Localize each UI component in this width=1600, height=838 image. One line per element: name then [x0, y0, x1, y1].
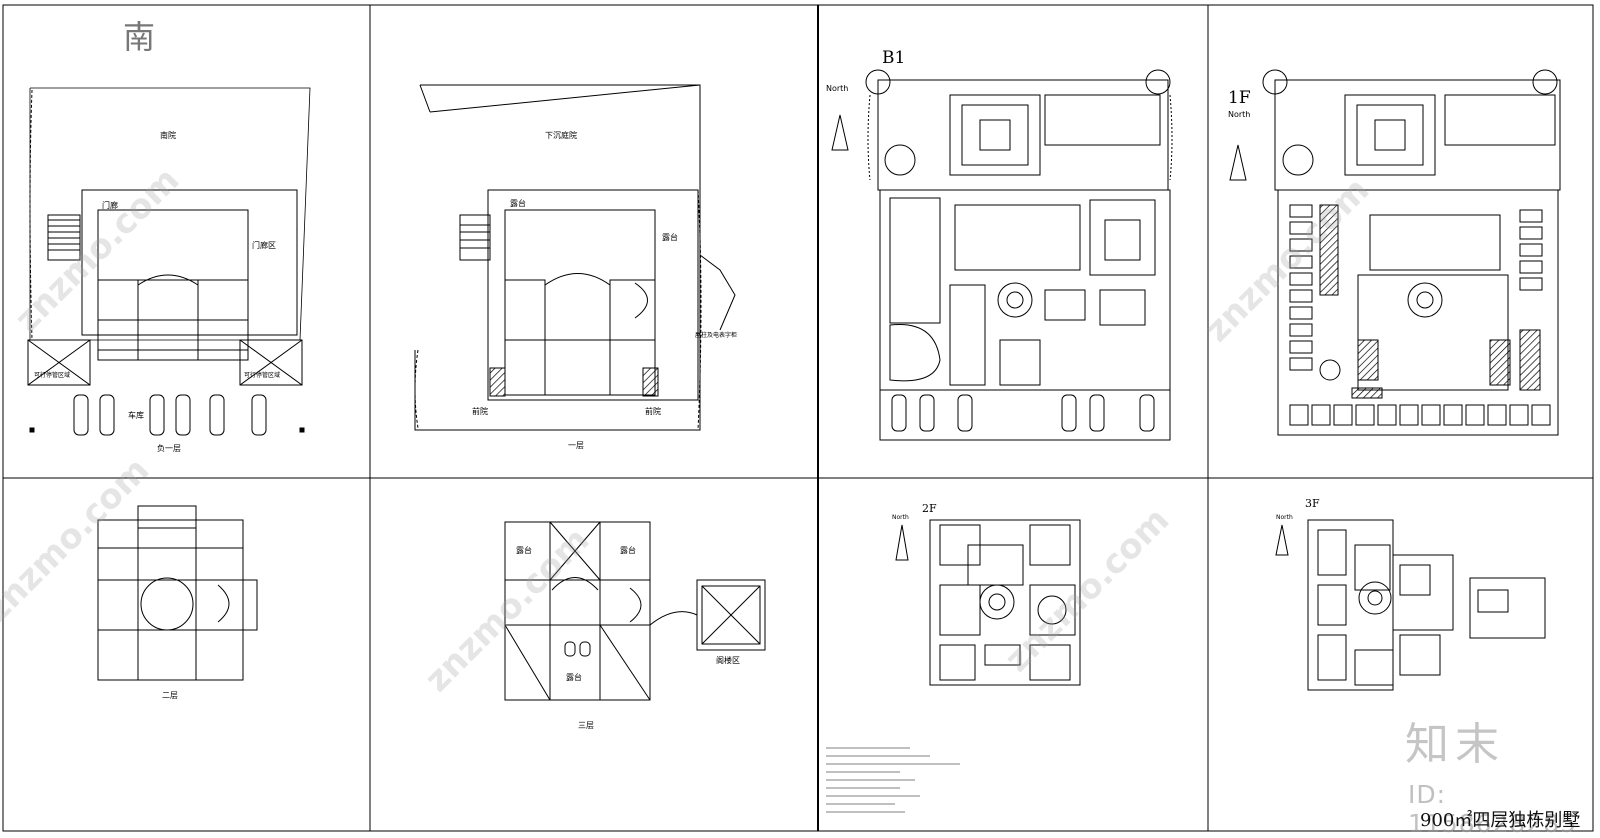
porch-label: 门廊	[102, 201, 118, 210]
plan-1f-left	[414, 84, 736, 431]
terrace-label: 露台	[620, 546, 636, 555]
floor-label-1f: 一层	[568, 441, 584, 450]
parking-left-label: 可行停管区域	[34, 372, 71, 379]
north-label: North	[892, 514, 909, 521]
plan-title-2f: 2F	[922, 502, 937, 515]
sunken-yard-label: 下沉庭院	[545, 131, 577, 140]
north-label: North	[826, 84, 849, 93]
yard-label: 南院	[160, 131, 176, 140]
plan-2f-left	[97, 505, 258, 681]
floor-label-3f: 三层	[578, 721, 594, 730]
front-yard-label: 前院	[645, 407, 661, 416]
parking-right-label: 可行停管区域	[244, 372, 281, 379]
design-notes-block	[826, 747, 960, 813]
terrace-label: 露台	[566, 673, 582, 682]
south-label: 南	[123, 18, 156, 56]
plan-3f-left	[504, 521, 766, 701]
brand-logo: 知末	[1405, 719, 1505, 770]
north-label: North	[1276, 514, 1293, 521]
meter-note-label: 屋柱及电表字柜	[695, 332, 738, 339]
attic-label: 阁楼区	[716, 656, 740, 665]
plan-b1-right	[831, 69, 1173, 441]
car-label: 车库	[128, 411, 144, 420]
terrace-label: 露台	[516, 546, 532, 555]
parked-cars	[891, 394, 1155, 432]
plan-1f-right	[1229, 69, 1561, 436]
parked-cars	[73, 394, 267, 436]
floor-label-2f: 二层	[162, 691, 178, 700]
plan-3f-right	[1275, 519, 1546, 691]
plan-title-1f: 1F	[1228, 88, 1251, 108]
terrace-label: 露台	[510, 199, 526, 208]
sheet-border	[2, 4, 1594, 832]
porch-area-label: 门廊区	[252, 241, 276, 250]
front-yard-label: 前院	[472, 407, 488, 416]
resource-id: ID: 1158628285	[1408, 780, 1578, 838]
floor-label-b1: 负一层	[157, 444, 181, 453]
parking-bays	[1289, 204, 1551, 426]
plan-title-3f: 3F	[1305, 497, 1320, 510]
plan-title-b1: B1	[882, 48, 906, 68]
plan-2f-right	[895, 519, 1081, 686]
north-label: North	[1228, 110, 1251, 119]
terrace-label: 露台	[662, 233, 678, 242]
drawing-title: 900㎡四层独栋别墅	[1420, 810, 1581, 831]
plan-b1-left	[27, 87, 311, 436]
